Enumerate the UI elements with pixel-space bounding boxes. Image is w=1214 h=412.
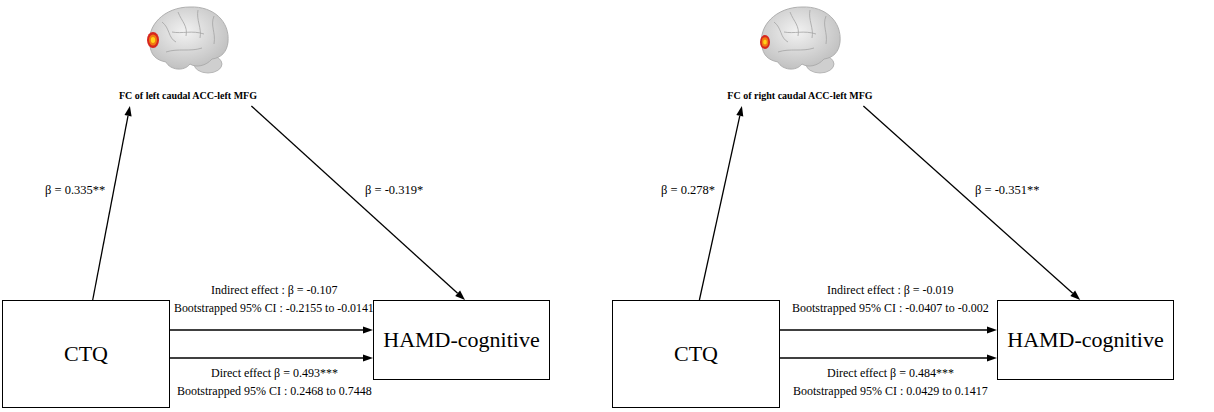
arrow-line (699, 116, 739, 300)
path-coefficient: Direct effect β = 0.493*** (211, 366, 338, 381)
effect-arrow (780, 354, 997, 361)
effect-arrow (699, 106, 743, 300)
effect-arrow (93, 106, 132, 300)
variable-box: HAMD-cognitive (373, 300, 550, 380)
path-coefficient: Indirect effect : β = -0.107 (211, 283, 338, 298)
path-coefficient: β = 0.335** (45, 183, 105, 199)
confidence-interval: Bootstrapped 95% CI : -0.2155 to -0.0141 (174, 301, 374, 316)
effect-arrow (780, 326, 997, 333)
arrowhead (987, 326, 997, 333)
arrow-line (251, 106, 457, 293)
confidence-interval: Bootstrapped 95% CI : 0.0429 to 0.1417 (793, 384, 988, 399)
activation-blob (760, 35, 770, 49)
mediator-label: FC of left caudal ACC-left MFG (119, 90, 257, 102)
mediator-node: FC of right caudal ACC-left MFG (712, 2, 888, 106)
brain-illustration (754, 2, 846, 82)
arrowhead (125, 106, 132, 117)
brain-illustration (142, 2, 234, 82)
activation-blob (149, 35, 157, 46)
variable-box: CTQ (2, 300, 170, 408)
effect-arrow (863, 106, 1080, 300)
confidence-interval: Bootstrapped 95% CI : 0.2468 to 0.7448 (177, 384, 372, 399)
path-coefficient: β = -0.319* (365, 183, 423, 199)
confidence-interval: Bootstrapped 95% CI : -0.0407 to -0.002 (792, 301, 989, 316)
gyri-lines (774, 10, 826, 52)
arrowhead (987, 354, 997, 361)
cortex (761, 7, 840, 69)
path-coefficient: Indirect effect : β = -0.019 (827, 283, 954, 298)
variable-name: HAMD-cognitive (383, 327, 539, 353)
variable-name: CTQ (64, 341, 108, 367)
effect-arrow (170, 354, 373, 361)
arrowhead (363, 326, 373, 333)
arrow-line (863, 106, 1072, 293)
variable-name: HAMD-cognitive (1007, 327, 1163, 353)
mediator-node: FC of left caudal ACC-left MFG (100, 2, 276, 106)
arrow-line (780, 329, 987, 330)
gyri-lines (162, 10, 214, 52)
arrowhead (455, 291, 465, 300)
path-coefficient: Direct effect β = 0.484*** (827, 366, 954, 381)
arrow-line (93, 116, 128, 300)
activation-blob (151, 37, 155, 43)
effect-arrow (170, 326, 373, 333)
cortex (149, 7, 228, 69)
path-coefficient: β = 0.278* (661, 183, 715, 199)
arrowhead (1070, 291, 1080, 300)
mediator-label: FC of right caudal ACC-left MFG (727, 90, 872, 102)
arrowhead (736, 106, 743, 117)
variable-box: CTQ (612, 300, 780, 408)
activation-blob (147, 32, 159, 48)
arrow-line (170, 329, 363, 330)
variable-name: CTQ (674, 341, 718, 367)
effect-arrow (251, 106, 465, 300)
activation-blob (762, 37, 769, 47)
arrow-line (170, 357, 363, 358)
activation-blob (763, 39, 767, 44)
arrowhead (363, 354, 373, 361)
path-coefficient: β = -0.351** (975, 183, 1039, 199)
arrow-line (780, 357, 987, 358)
variable-box: HAMD-cognitive (997, 300, 1174, 380)
